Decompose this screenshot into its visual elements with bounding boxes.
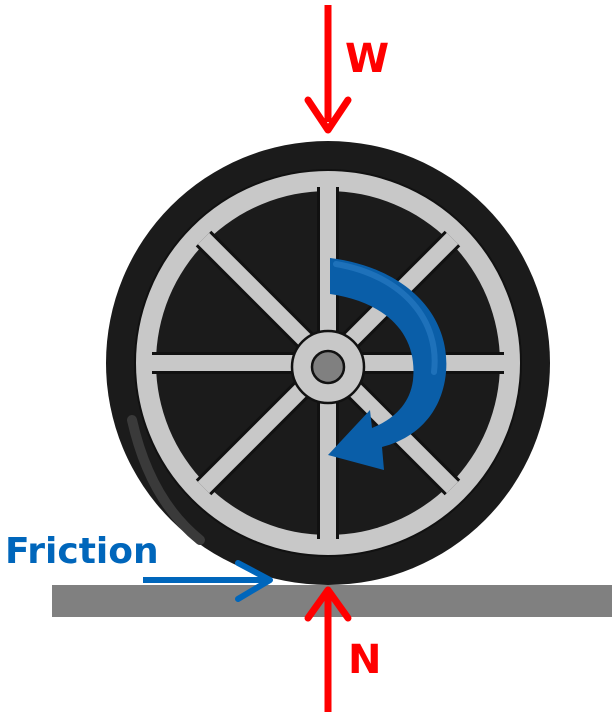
normal-arrowhead — [304, 586, 352, 622]
clockwise-rotation-arrow-icon — [328, 258, 447, 470]
friction-force-arrow — [143, 560, 273, 602]
wheel-spoke — [197, 232, 313, 348]
friction-label: Friction — [5, 531, 159, 572]
normal-label: N — [348, 637, 381, 683]
weight-label: W — [345, 36, 389, 82]
weight-arrowhead — [304, 96, 352, 134]
tire-highlight — [127, 415, 205, 545]
wheel-hub-inner — [310, 349, 346, 385]
rotation-arrow-shine — [333, 261, 438, 375]
normal-force-arrow — [304, 586, 352, 712]
weight-force-arrow — [304, 5, 352, 134]
friction-arrowhead — [235, 560, 273, 602]
wheel — [106, 141, 550, 585]
wheel-spoke — [197, 378, 313, 494]
